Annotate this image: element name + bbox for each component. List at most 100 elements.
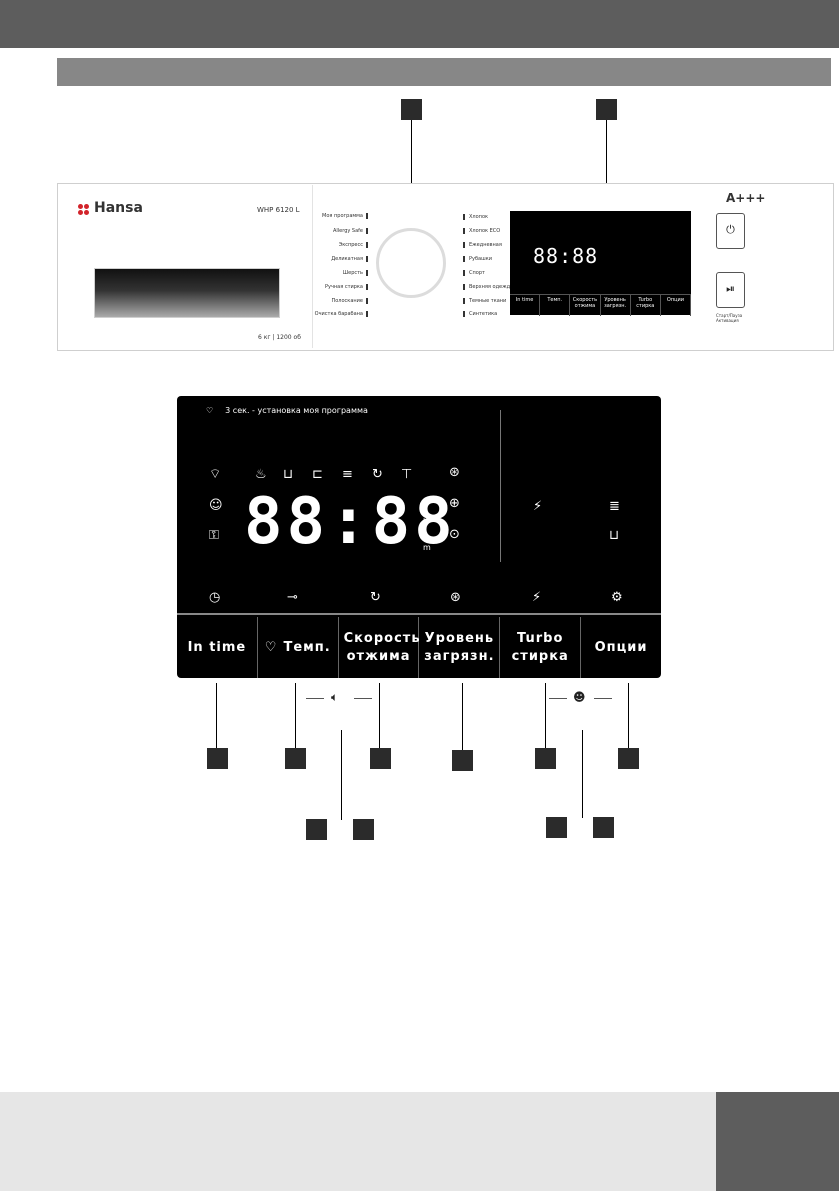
- intime-button[interactable]: In time: [177, 617, 258, 678]
- capacity-label: 6 кг | 1200 об: [258, 334, 301, 341]
- program-label: Ручная стирка: [295, 284, 368, 290]
- child-lock-face-icon: ☺: [209, 498, 223, 513]
- soil-light-icon: ⊙: [449, 527, 460, 542]
- header-bar: [0, 0, 839, 48]
- bracket-mark: [354, 692, 372, 699]
- soil-normal-icon: ⊕: [449, 496, 460, 511]
- thermometer-icon: ⊸: [287, 590, 298, 605]
- mini-button[interactable]: Скорость отжима: [570, 295, 601, 316]
- callout-sound-combo: [306, 819, 327, 840]
- mini-button-row: In time Темп. Скорость отжима Уровень за…: [510, 294, 692, 316]
- delay-clock-icon: ◷: [209, 590, 221, 605]
- brand-logo: Hansa: [78, 200, 143, 216]
- callout-options: [618, 748, 639, 769]
- program-label: Хлопок ECO: [463, 228, 500, 234]
- leader-line: [462, 683, 463, 750]
- soil-level-button[interactable]: Уровень загрязн.: [419, 617, 501, 678]
- turbo-icon: ⚡: [533, 499, 543, 514]
- heart-icon: ♡: [206, 406, 214, 415]
- leader-line: [216, 683, 217, 749]
- leader-line: [582, 730, 583, 818]
- heart-icon: ♡: [264, 639, 278, 655]
- program-label: Полоскание: [295, 298, 368, 304]
- divider: [500, 410, 501, 562]
- wifi-icon: ⌔: [209, 467, 222, 482]
- extra-rinse-icon: ≣: [609, 499, 620, 514]
- play-pause-icon: ⏯: [726, 282, 735, 295]
- power-button[interactable]: ⏻: [716, 213, 745, 249]
- spin-speed-button[interactable]: Скорость отжима: [339, 617, 420, 678]
- program-label: Спорт: [463, 270, 485, 276]
- steam-icon: ♨: [255, 467, 267, 482]
- leader-line: [379, 683, 380, 749]
- wash-icon: ⊏: [312, 467, 323, 482]
- bracket-mark: [549, 692, 567, 699]
- soil-level-icon: ⊛: [450, 590, 461, 605]
- program-label: Верхняя одежда: [463, 284, 513, 290]
- bracket-mark: [594, 692, 612, 699]
- callout-turbo: [535, 748, 556, 769]
- start-label: Старт/Пауза Активация: [716, 313, 743, 323]
- mini-button[interactable]: Темп.: [540, 295, 571, 316]
- turbo-wash-icon: ⚡: [532, 590, 542, 605]
- display-button-row: In time ♡Темп. Скорость отжима Уровень з…: [177, 617, 661, 678]
- divider: [177, 613, 661, 615]
- mini-button[interactable]: Turbo стирка: [631, 295, 661, 316]
- program-label: Рубашки: [463, 256, 492, 262]
- temperature-button[interactable]: ♡Темп.: [258, 617, 339, 678]
- hint-text: ♡3 сек. - установка моя программа: [206, 406, 368, 415]
- bracket-mark: [306, 692, 324, 699]
- mini-time-digits: 88:88: [533, 244, 599, 268]
- callout-soil: [452, 750, 473, 771]
- section-bar: [57, 58, 831, 86]
- turbo-button[interactable]: Turbo стирка: [500, 617, 582, 678]
- callout-dial: [401, 99, 422, 120]
- leader-line: [341, 730, 342, 820]
- callout-spin: [370, 748, 391, 769]
- program-label: Моя программа: [295, 213, 368, 219]
- start-pause-button[interactable]: ⏯: [716, 272, 745, 308]
- program-label: Ежедневная: [463, 242, 502, 248]
- footer-bar: [0, 1092, 716, 1191]
- rinse-icon: ≡: [342, 467, 353, 482]
- leader-line: [545, 683, 546, 749]
- options-icon: ⚙: [611, 590, 623, 605]
- divider: [312, 185, 313, 348]
- callout-display: [596, 99, 617, 120]
- callout-lock-combo: [593, 817, 614, 838]
- unit-hours: h: [423, 517, 429, 526]
- callout-temperature: [285, 748, 306, 769]
- leader-line: [606, 120, 607, 211]
- mini-button[interactable]: Опции: [661, 295, 692, 316]
- leader-line: [295, 683, 296, 749]
- lock-icon: ⚿: [209, 528, 219, 543]
- program-label: Хлопок: [463, 214, 488, 220]
- program-label: Шерсть: [295, 270, 368, 276]
- model-label: WHP 6120 L: [257, 206, 300, 214]
- prewash-icon: ⊔: [283, 467, 294, 482]
- callout-lock-combo: [546, 817, 567, 838]
- program-label: Синтетика: [463, 311, 497, 317]
- child-lock-face-icon: ☻: [573, 690, 586, 704]
- program-label: Очистка барабана: [295, 311, 368, 317]
- callout-sound-combo: [353, 819, 374, 840]
- unit-minutes: m: [423, 543, 431, 552]
- page-number-tab: [716, 1092, 839, 1191]
- program-label: Allergy Safe: [295, 228, 368, 234]
- program-label: Деликатная: [295, 256, 368, 262]
- options-button[interactable]: Опции: [594, 639, 648, 655]
- soil-heavy-icon: ⊛: [449, 465, 460, 480]
- leader-line: [628, 683, 629, 749]
- sound-icon: 🔈︎: [331, 690, 339, 704]
- leader-line: [411, 120, 412, 228]
- program-label: Темные ткани: [463, 298, 506, 304]
- detergent-drawer[interactable]: [94, 268, 280, 318]
- program-dial[interactable]: [376, 228, 446, 298]
- mini-button[interactable]: In time: [510, 295, 541, 316]
- handwash-basin-icon: ⊔: [609, 528, 620, 543]
- spin-icon: ↻: [372, 467, 383, 482]
- power-icon: ⏻: [726, 223, 735, 236]
- program-label: Экспресс: [295, 242, 368, 248]
- spin-speed-icon: ↻: [370, 590, 381, 605]
- mini-button[interactable]: Уровень загрязн.: [601, 295, 631, 316]
